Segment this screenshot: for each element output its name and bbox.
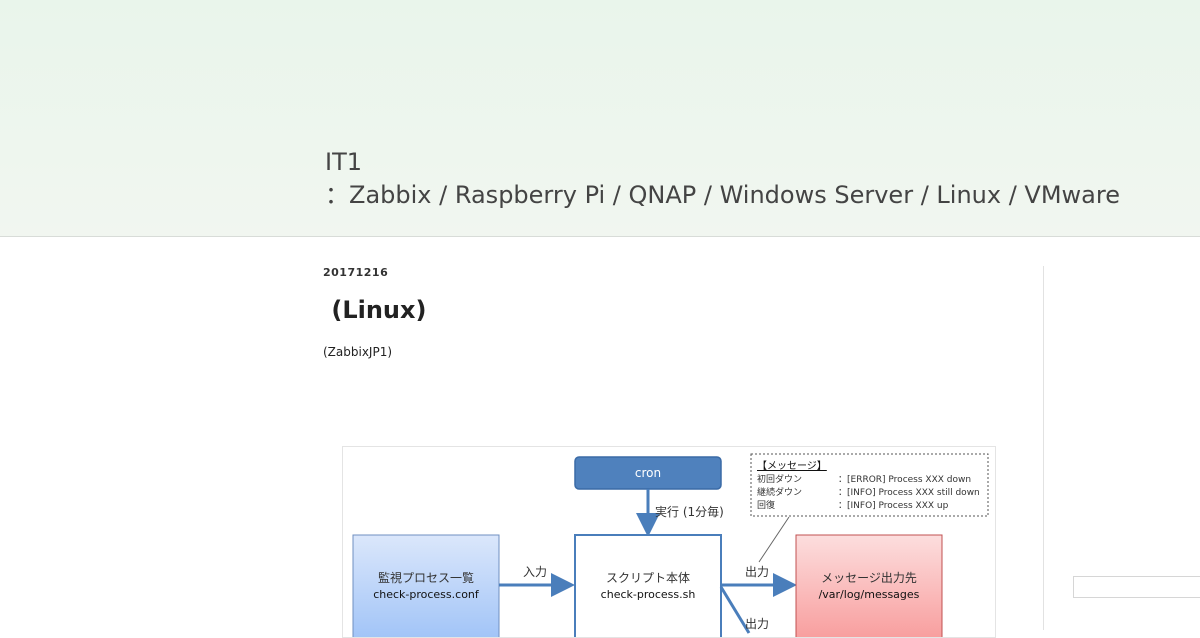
process-monitor-diagram: cron 実行 (1分毎) 【メッセージ】 初回ダウン ：[ERROR] Pro…	[342, 446, 996, 638]
sidebar-divider	[1043, 266, 1044, 630]
output-label-2: 出力	[745, 617, 769, 631]
legend-key-3: 回復	[757, 499, 775, 511]
script-file: check-process.sh	[601, 588, 696, 601]
legend-value-1: ：[ERROR] Process XXX down	[838, 475, 971, 485]
legend-key-1: 初回ダウン	[757, 473, 802, 485]
sidebar-search-box[interactable]	[1073, 576, 1200, 598]
output-label-1: 出力	[745, 565, 769, 579]
message-legend-box	[750, 453, 989, 517]
diagram-svg: cron 実行 (1分毎) 【メッセージ】 初回ダウン ：[ERROR] Pro…	[352, 453, 989, 637]
legend-key-2: 継続ダウン	[757, 486, 802, 498]
legend-value-3: ：[INFO] Process XXX up	[838, 501, 949, 511]
legend-title: 【メッセージ】	[757, 460, 827, 472]
exec-label: 実行 (1分毎)	[655, 504, 724, 519]
message-destination-file: /var/log/messages	[819, 588, 920, 601]
post-intro: (ZabbixJP1)	[323, 345, 393, 359]
message-destination-box	[795, 534, 943, 637]
post-date: 20171216	[323, 266, 389, 279]
input-label: 入力	[523, 565, 547, 579]
message-destination-title: メッセージ出力先	[821, 571, 917, 585]
blog-title[interactable]: IT1	[325, 148, 363, 176]
site-header: IT1 ：Zabbix / Raspberry Pi / QNAP / Wind…	[0, 0, 1200, 237]
process-list-box	[352, 534, 500, 637]
script-box	[574, 534, 722, 637]
blog-description: ：Zabbix / Raspberry Pi / QNAP / Windows …	[325, 181, 1120, 209]
legend-callout-line	[758, 516, 790, 563]
legend-value-2: ：[INFO] Process XXX still down	[838, 488, 980, 498]
output-arrow-diagonal	[719, 586, 751, 634]
post-title[interactable]: (Linux)	[323, 296, 427, 324]
script-title: スクリプト本体	[606, 571, 690, 585]
cron-label: cron	[635, 466, 661, 480]
process-list-title: 監視プロセス一覧	[378, 570, 474, 585]
process-list-file: check-process.conf	[373, 588, 480, 601]
